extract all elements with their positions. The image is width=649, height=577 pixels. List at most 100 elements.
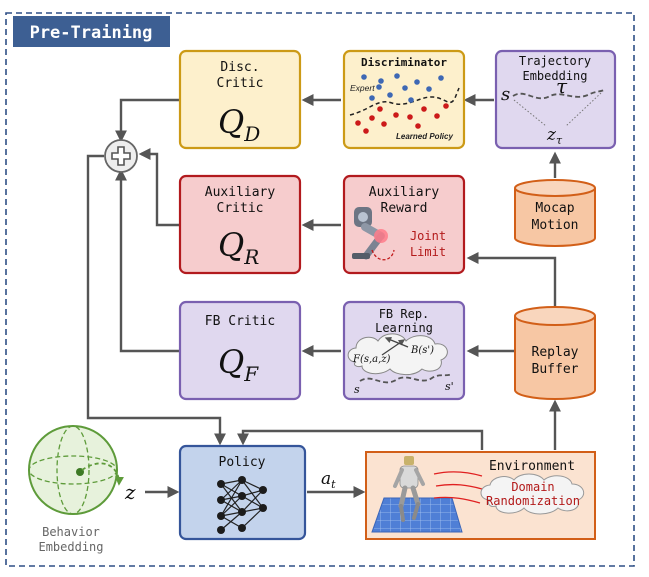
expert-dot bbox=[426, 86, 432, 92]
fb-rep-box: FB Rep. Learning F(s,a,z) B(s') s s' bbox=[342, 300, 466, 401]
environment-box: Environment Domain Randomization bbox=[365, 451, 596, 540]
expert-dot bbox=[438, 75, 444, 81]
replay-label-2: Buffer bbox=[532, 362, 579, 377]
disc-critic-label-2: Critic bbox=[217, 76, 264, 91]
action-a-label: a bbox=[321, 469, 331, 489]
arrow-fb-critic-to-sum bbox=[115, 168, 180, 353]
policy-dots bbox=[355, 103, 449, 134]
svg-text:QR: QR bbox=[218, 226, 259, 269]
policy-dot bbox=[377, 106, 383, 112]
policy-dot bbox=[381, 121, 387, 127]
mocap-label-2: Motion bbox=[532, 218, 579, 233]
mocap-motion-cylinder: Mocap Motion bbox=[514, 179, 596, 247]
trajectory-embedding-box: Trajectory Embedding s τ zτ bbox=[494, 49, 617, 150]
aux-critic-sub: R bbox=[243, 245, 259, 269]
policy-dot bbox=[421, 106, 427, 112]
fb-critic-label: FB Critic bbox=[205, 314, 275, 329]
expert-dot bbox=[378, 78, 384, 84]
expert-dot bbox=[408, 97, 414, 103]
traj-z-label: z bbox=[546, 125, 557, 145]
expert-dot bbox=[394, 73, 400, 79]
replay-buffer-cylinder: Replay Buffer bbox=[514, 306, 596, 400]
disc-critic-box: Disc. Critic QD bbox=[178, 49, 302, 150]
aux-critic-q: Q bbox=[218, 226, 244, 264]
expert-dot bbox=[387, 92, 393, 98]
svg-text:QF: QF bbox=[218, 343, 259, 386]
fb-critic-sub: F bbox=[243, 362, 259, 386]
behavior-z-label: z bbox=[124, 480, 136, 504]
disc-critic-label-1: Disc. bbox=[220, 60, 259, 75]
environment-title: Environment bbox=[489, 459, 575, 474]
arrow-aux-critic-to-sum bbox=[138, 148, 180, 227]
joint-highlight bbox=[374, 229, 388, 243]
fb-b-label: B(s') bbox=[410, 345, 434, 356]
behavior-label-1: Behavior bbox=[42, 525, 100, 539]
pretraining-frame bbox=[5, 12, 635, 567]
aux-reward-label-2: Reward bbox=[381, 201, 428, 216]
expert-dot bbox=[414, 79, 420, 85]
fb-sprime-label: s' bbox=[445, 380, 454, 393]
robot-leg-icon bbox=[352, 207, 395, 261]
action-sub-label: t bbox=[331, 478, 336, 491]
expert-dot bbox=[361, 74, 367, 80]
replay-label-1: Replay bbox=[532, 345, 579, 360]
pretraining-title-tab: Pre-Training bbox=[13, 16, 170, 47]
learned-policy-label: Learned Policy bbox=[396, 132, 453, 141]
traj-s-label: s bbox=[501, 84, 510, 105]
traj-label-2: Embedding bbox=[522, 69, 587, 83]
neural-network-icon bbox=[217, 476, 267, 534]
aux-critic-label-1: Auxiliary bbox=[205, 185, 276, 200]
mocap-label-1: Mocap bbox=[535, 201, 574, 216]
expert-label: Expert bbox=[350, 83, 375, 93]
arrow-replay-to-reward bbox=[466, 252, 557, 306]
policy-dot bbox=[407, 114, 413, 120]
aux-critic-box: Auxiliary Critic QR bbox=[178, 174, 302, 275]
policy-dot bbox=[415, 123, 421, 129]
svg-text:zτ: zτ bbox=[546, 125, 563, 147]
fb-rep-label-2: Learning bbox=[375, 321, 433, 335]
traj-z-sub: τ bbox=[556, 134, 563, 147]
randomization-lines bbox=[433, 471, 483, 504]
pretraining-title: Pre-Training bbox=[30, 23, 153, 43]
svg-text:QD: QD bbox=[218, 103, 260, 146]
expert-dot bbox=[376, 84, 382, 90]
fb-f-label: F(s,a,z) bbox=[352, 354, 391, 365]
policy-dot bbox=[443, 103, 449, 109]
fb-s-label: s bbox=[354, 383, 360, 396]
behavior-embedding-sphere bbox=[28, 425, 124, 515]
arrows bbox=[86, 94, 561, 498]
policy-dot bbox=[434, 113, 440, 119]
expert-dot bbox=[402, 85, 408, 91]
expert-dots bbox=[361, 73, 444, 103]
arrow-env-to-policy bbox=[237, 429, 484, 450]
policy-dot bbox=[369, 115, 375, 121]
policy-dot bbox=[355, 120, 361, 126]
fb-critic-box: FB Critic QF bbox=[178, 300, 302, 401]
fb-critic-q: Q bbox=[218, 343, 244, 381]
behavior-label-2: Embedding bbox=[38, 540, 103, 554]
arrow-sum-to-policy bbox=[86, 154, 226, 446]
policy-dot bbox=[393, 112, 399, 118]
discriminator-title: Discriminator bbox=[361, 56, 447, 69]
domain-cloud bbox=[480, 473, 585, 515]
aux-reward-label-1: Auxiliary bbox=[369, 185, 440, 200]
traj-tau-label: τ bbox=[556, 74, 568, 98]
traj-label-1: Trajectory bbox=[519, 54, 591, 68]
joint-limit-label-1: Joint bbox=[410, 229, 446, 243]
aux-reward-box: Auxiliary Reward Joint Limit bbox=[342, 174, 466, 275]
domain-label-1: Domain bbox=[511, 480, 554, 494]
arrow-disc-critic-to-sum bbox=[115, 98, 180, 143]
fb-rep-label-1: FB Rep. bbox=[379, 307, 430, 321]
fb-cloud bbox=[347, 333, 448, 376]
policy-dot bbox=[363, 128, 369, 134]
sum-node bbox=[104, 139, 138, 173]
disc-critic-q: Q bbox=[218, 103, 244, 141]
joint-limit-label-2: Limit bbox=[410, 245, 446, 259]
disc-critic-sub: D bbox=[243, 122, 260, 146]
policy-box: Policy bbox=[178, 444, 307, 541]
traj-curve bbox=[512, 89, 605, 100]
aux-critic-label-2: Critic bbox=[217, 201, 264, 216]
humanoid-robot-icon bbox=[393, 456, 425, 522]
expert-dot bbox=[369, 95, 375, 101]
